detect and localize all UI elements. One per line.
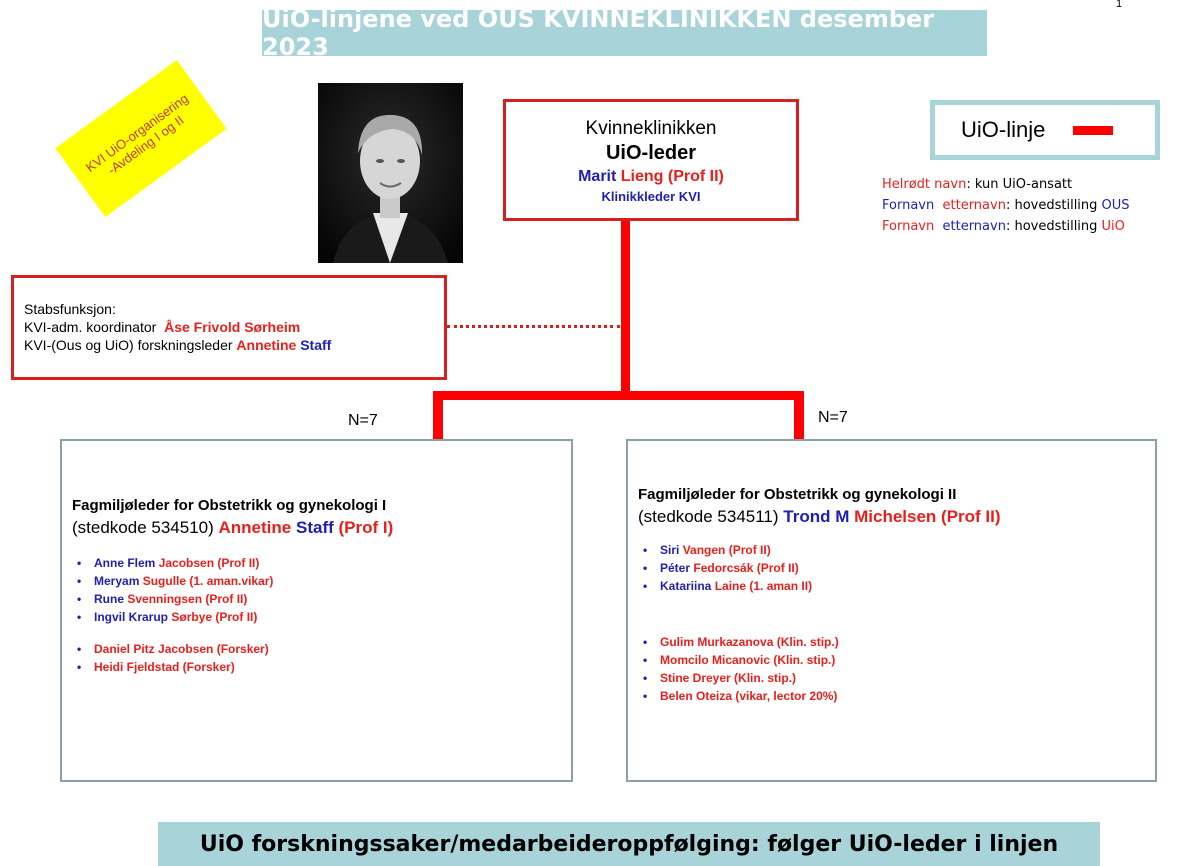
leader-role: UiO-leder	[605, 142, 697, 164]
list-item: Rune Svenningsen (Prof II)	[72, 590, 571, 608]
legend-note2-inst: OUS	[1101, 198, 1130, 213]
unit2-stedkode-prefix: (stedkode	[638, 507, 713, 526]
list-item: Katariina Laine (1. aman II)	[638, 577, 1155, 595]
legend-note3-inst: UiO	[1101, 219, 1125, 234]
staff-line1-prefix: KVI-adm. koordinator	[24, 319, 157, 335]
legend-note1-rest: : kun UiO-ansatt	[966, 177, 1073, 192]
legend-note3-first: Fornavn	[882, 219, 935, 234]
unit1-heading: Fagmiljøleder for Obstetrikk og gynekolo…	[72, 497, 387, 514]
uio-line-right-drop	[794, 391, 804, 439]
unit2-members-group2: Gulim Murkazanova (Klin. stip.) Momcilo …	[638, 633, 1155, 705]
list-item: Stine Dreyer (Klin. stip.)	[638, 669, 1155, 687]
uio-line-horizontal	[433, 391, 803, 400]
staff-dotted-connector	[447, 325, 620, 328]
staff-function-box: Stabsfunksjon: KVI-adm. koordinator Åse …	[11, 275, 447, 380]
staff-line2-last: Staff	[300, 337, 332, 353]
legend-line-swatch	[1073, 125, 1114, 135]
staff-line2-prefix: KVI-(Ous og UiO) forskningsleder	[24, 337, 233, 353]
unit1-leader-title: (Prof I)	[338, 518, 394, 537]
legend-note2-rest: : hovedstilling	[1005, 198, 1102, 213]
unit1-stedkode: (stedkode 534510)	[72, 518, 214, 537]
legend-note3-last: etternavn	[942, 219, 1006, 234]
unit2-leader-first: Trond M	[783, 507, 850, 526]
legend-note3-rest: : hovedstilling	[1005, 219, 1102, 234]
staff-line2-first: Annetine	[236, 337, 297, 353]
unit1-members-group2: Daniel Pitz Jacobsen (Forsker) Heidi Fje…	[72, 640, 571, 676]
footer-banner: UiO forskningssaker/medarbeideroppfølgin…	[158, 822, 1100, 866]
sticky-note: KVI UiO-organisering-Avdeling I og II	[55, 60, 227, 217]
leader-photo	[318, 83, 463, 263]
legend-notes: Helrødt navn: kun UiO-ansatt Fornavn ett…	[882, 174, 1130, 237]
legend-label: UiO-linje	[961, 117, 1046, 142]
list-item: Ingvil Krarup Sørbye (Prof II)	[72, 608, 571, 626]
unit-box-1: Fagmiljøleder for Obstetrikk og gynekolo…	[60, 439, 573, 782]
leader-last-name: Lieng (Prof II)	[620, 168, 724, 185]
clinic-name: Kvinneklinikken	[585, 118, 717, 139]
legend-note2-last: etternavn	[942, 198, 1006, 213]
legend-note2-first: Fornavn	[882, 198, 935, 213]
list-item: Meryam Sugulle (1. aman.vikar)	[72, 572, 571, 590]
leader-position: Klinikkleder KVI	[601, 189, 701, 204]
page-title: UiO-linjene ved OUS KVINNEKLINIKKEN dese…	[262, 5, 935, 61]
unit1-members-group1: Anne Flem Jacobsen (Prof II) Meryam Sugu…	[72, 554, 571, 626]
unit1-leader-first: Annetine	[218, 518, 292, 537]
unit2-heading: Fagmiljøleder for Obstetrikk og gynekolo…	[638, 486, 957, 503]
list-item: Siri Vangen (Prof II)	[638, 541, 1155, 559]
unit-box-2: Fagmiljøleder for Obstetrikk og gynekolo…	[626, 439, 1157, 782]
title-banner: UiO-linjene ved OUS KVINNEKLINIKKEN dese…	[262, 5, 987, 61]
legend-note1-red: Helrødt navn	[882, 177, 967, 192]
n-label-right: N=7	[818, 409, 848, 426]
list-item: Gulim Murkazanova (Klin. stip.)	[638, 633, 1155, 651]
footer-text: UiO forskningssaker/medarbeideroppfølgin…	[199, 831, 1059, 857]
list-item: Daniel Pitz Jacobsen (Forsker)	[72, 640, 571, 658]
unit2-leader-last: Michelsen (Prof II)	[854, 507, 1001, 526]
unit2-stedkode-num: 534511)	[717, 507, 779, 526]
list-item: Belen Oteiza (vikar, lector 20%)	[638, 687, 1155, 705]
leader-box: Kvinneklinikken UiO-leder Marit Lieng (P…	[503, 99, 799, 221]
list-item: Heidi Fjeldstad (Forsker)	[72, 658, 571, 676]
page-number: 1	[1116, 0, 1123, 10]
uio-line-vertical	[621, 221, 630, 397]
staff-line1-name: Åse Frivold Sørheim	[164, 319, 301, 335]
uio-line-left-drop	[433, 391, 443, 439]
n-label-left: N=7	[348, 412, 378, 429]
legend-box: UiO-linje	[930, 100, 1160, 160]
unit2-members-group1: Siri Vangen (Prof II) Péter Fedorcsák (P…	[638, 541, 1155, 595]
list-item: Momcilo Micanovic (Klin. stip.)	[638, 651, 1155, 669]
list-item: Anne Flem Jacobsen (Prof II)	[72, 554, 571, 572]
list-item: Péter Fedorcsák (Prof II)	[638, 559, 1155, 577]
unit1-leader-last: Staff	[295, 518, 334, 537]
leader-first-name: Marit	[578, 168, 617, 185]
staff-heading: Stabsfunksjon:	[24, 301, 116, 317]
